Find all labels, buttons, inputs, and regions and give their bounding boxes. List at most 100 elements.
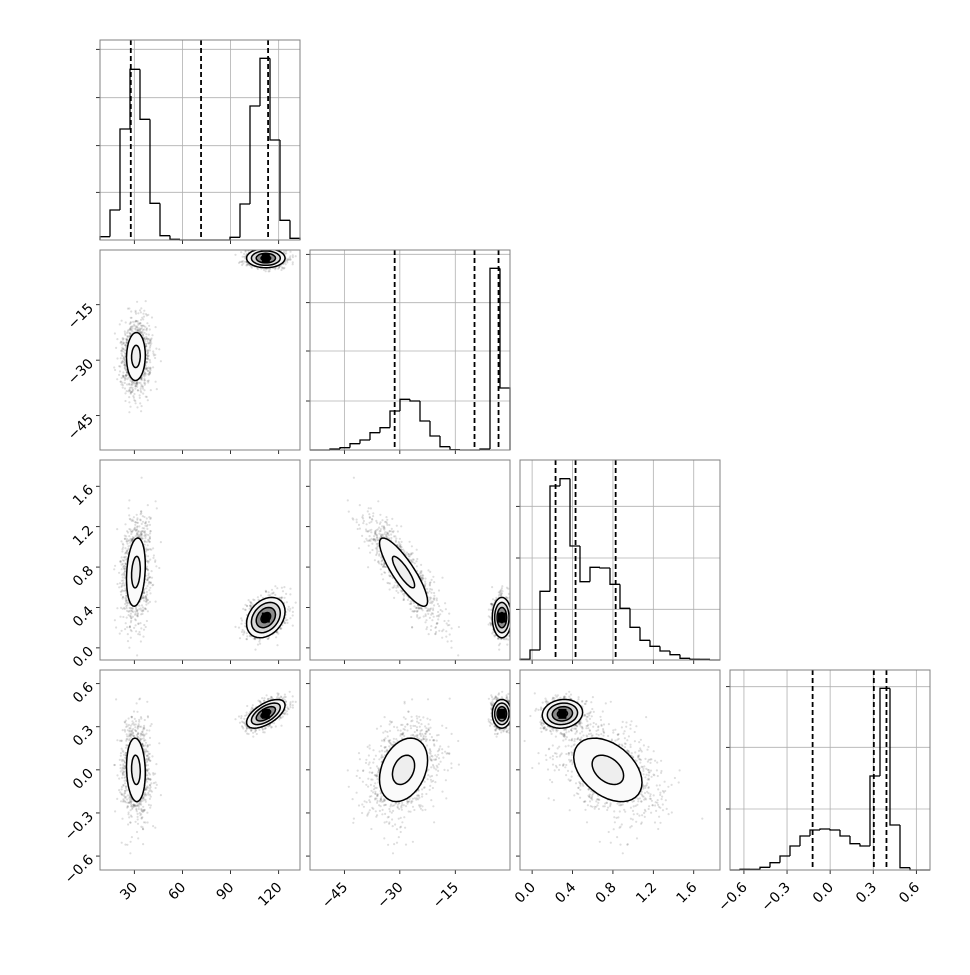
scatter-point: [130, 310, 132, 312]
scatter-point: [114, 369, 116, 371]
scatter-point: [116, 528, 118, 530]
scatter-point: [141, 405, 143, 407]
scatter-point: [127, 602, 129, 604]
scatter-point: [123, 567, 125, 569]
hist-bin: [770, 863, 780, 868]
scatter-point: [144, 522, 146, 524]
scatter-point: [122, 341, 124, 343]
hist-bin: [780, 856, 790, 863]
scatter-point: [129, 406, 131, 408]
scatter-point: [140, 307, 142, 309]
scatter-point: [280, 247, 282, 249]
scatter-point: [124, 368, 126, 370]
scatter-point: [133, 528, 135, 530]
scatter-point: [121, 574, 123, 576]
scatter-point: [289, 608, 291, 610]
scatter-point: [119, 370, 121, 372]
scatter-point: [149, 592, 151, 594]
scatter-point: [149, 532, 151, 534]
scatter-point: [445, 630, 447, 632]
scatter-point: [136, 526, 138, 528]
scatter-point: [126, 552, 128, 554]
scatter-point: [142, 393, 144, 395]
hist-bin: [150, 119, 160, 203]
hist-bin: [500, 268, 510, 450]
scatter-point: [124, 628, 126, 630]
hist-bin: [680, 655, 690, 659]
scatter-point: [238, 627, 240, 629]
scatter-point: [122, 544, 124, 546]
scatter-point: [152, 353, 154, 355]
scatter-point: [142, 606, 144, 608]
scatter-point: [292, 614, 294, 616]
hist-bin: [160, 203, 170, 235]
scatter-point: [127, 545, 129, 547]
scatter-point: [141, 613, 143, 615]
scatter-point: [430, 592, 432, 594]
hist-bin: [670, 651, 680, 655]
scatter-point: [121, 361, 123, 363]
scatter-point: [277, 246, 279, 248]
scatter-point: [144, 372, 146, 374]
scatter-point: [245, 638, 247, 640]
hist-bin: [240, 204, 250, 237]
scatter-point: [292, 261, 294, 263]
hist-bin: [110, 210, 120, 237]
scatter-point: [150, 389, 152, 391]
scatter-point: [395, 587, 397, 589]
scatter-point: [280, 269, 282, 271]
scatter-point: [152, 557, 154, 559]
scatter-point: [127, 374, 129, 376]
scatter-point: [142, 329, 144, 331]
scatter-point: [149, 524, 151, 526]
x-tick-label: 0.0: [810, 880, 837, 907]
scatter-point: [121, 382, 123, 384]
scatter-point: [121, 580, 123, 582]
hist-bin: [840, 830, 850, 836]
scatter-point: [139, 402, 141, 404]
scatter-point: [295, 602, 297, 604]
scatter-point: [145, 300, 147, 302]
scatter-point: [151, 577, 153, 579]
scatter-point: [158, 348, 160, 350]
scatter-point: [148, 325, 150, 327]
scatter-point: [130, 620, 132, 622]
scatter-point: [143, 375, 145, 377]
scatter-point: [128, 647, 130, 649]
scatter-point: [122, 375, 124, 377]
y-tick-label: 1.6: [70, 482, 97, 509]
scatter-point: [439, 613, 441, 615]
scatter-point: [279, 245, 281, 247]
scatter-point: [254, 649, 256, 651]
scatter-point: [147, 548, 149, 550]
scatter-point: [124, 382, 126, 384]
scatter-point: [127, 640, 129, 642]
scatter-point: [245, 609, 247, 611]
scatter-point: [141, 533, 143, 535]
scatter-point: [127, 633, 129, 635]
x-tick-label: 0.6: [896, 879, 923, 906]
scatter-point: [135, 607, 137, 609]
scatter-point: [139, 622, 141, 624]
histogram-panel-0: [96, 40, 300, 244]
scatter-point: [268, 591, 270, 593]
scatter-point: [133, 516, 135, 518]
scatter-point: [239, 637, 241, 639]
scatter-point: [122, 387, 124, 389]
scatter-point: [116, 378, 118, 380]
scatter-point: [285, 619, 287, 621]
scatter-point: [146, 599, 148, 601]
scatter-point: [146, 568, 148, 570]
scatter-point: [258, 640, 260, 642]
scatter-point: [276, 587, 278, 589]
scatter-point: [126, 610, 128, 612]
hist-bin: [530, 650, 540, 659]
scatter-point: [114, 332, 116, 334]
scatter-point: [282, 590, 284, 592]
scatter-point: [131, 520, 133, 522]
scatter-point: [155, 601, 157, 603]
scatter-point: [243, 253, 245, 255]
hist-bin: [890, 688, 900, 825]
hist-bin: [600, 567, 610, 568]
scatter-point: [135, 327, 137, 329]
